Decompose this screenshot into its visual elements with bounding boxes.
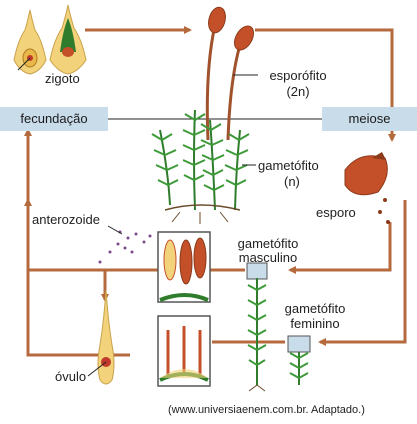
label-antherozoid: anterozoide xyxy=(32,212,100,227)
label-male-gametophyte-line2: masculino xyxy=(238,250,298,265)
meiosis-band: meiose xyxy=(322,107,417,131)
arrow-spore-to-female xyxy=(318,200,407,346)
female-gametophyte-plant xyxy=(287,335,311,385)
arrow-spore-to-male xyxy=(288,222,392,274)
label-zygote: zigoto xyxy=(45,71,80,86)
label-sporophyte-ploidy: (2n) xyxy=(286,84,310,99)
label-gametophyte: gametófito xyxy=(258,158,319,173)
antherozoid-dots xyxy=(98,230,152,264)
zygote-archegonium-illustration xyxy=(13,9,47,75)
sporophyte-illustration xyxy=(205,6,258,141)
source-credit: (www.universiaenem.com.br. Adaptado.) xyxy=(168,404,365,416)
archegonia-detail-box xyxy=(157,315,211,387)
label-male-gametophyte-line1: gametófito xyxy=(237,236,299,251)
gametophyte-clump-illustration xyxy=(151,109,250,224)
fertilization-band: fecundação xyxy=(0,107,108,131)
antheridia-detail-box xyxy=(157,231,211,303)
arrow-ovule-up xyxy=(24,198,130,357)
young-sporophyte-illustration xyxy=(49,4,87,75)
label-gametophyte-ploidy: (n) xyxy=(284,174,300,189)
label-female-gametophyte-line1: gametófito xyxy=(284,301,346,316)
label-sporophyte: esporófito xyxy=(269,68,327,83)
label-female-gametophyte-line2: feminino xyxy=(290,316,340,331)
arrow-top-to-meiosis xyxy=(255,28,396,142)
ovule-archegonium-illustration xyxy=(87,289,115,385)
male-gametophyte-plant xyxy=(246,262,268,392)
label-ovule: óvulo xyxy=(55,369,87,384)
label-spore: esporo xyxy=(316,205,356,220)
spore-capsule-illustration xyxy=(344,152,390,224)
